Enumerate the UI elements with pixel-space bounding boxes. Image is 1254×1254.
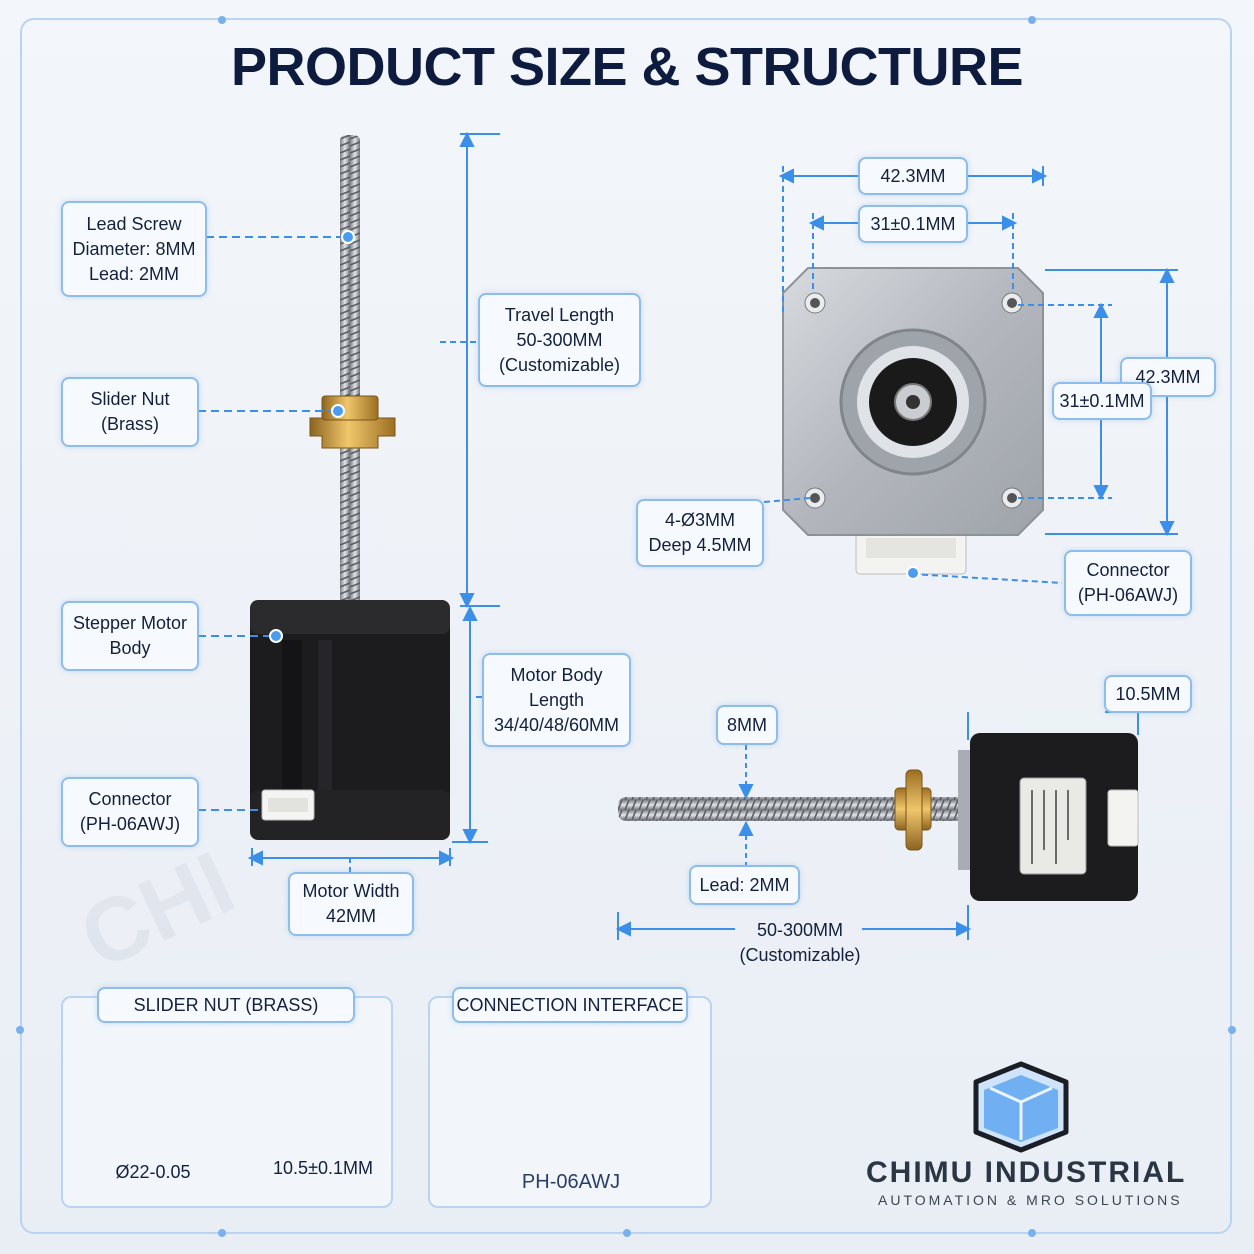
dimension-lines (198, 131, 1178, 940)
slider-nut-panel (61, 996, 393, 1208)
lead-screw-label: Lead Screw Diameter: 8MM Lead: 2MM (61, 201, 207, 297)
slider-nut-panel-title: SLIDER NUT (BRASS) (97, 987, 355, 1023)
outer-width-label: 42.3MM (858, 157, 968, 195)
side-travel-text: 50-300MM (Customizable) (739, 920, 861, 965)
mount-holes-label: 4-Ø3MM Deep 4.5MM (636, 499, 764, 567)
side-connector (1107, 789, 1139, 847)
slider-nut-label: Slider Nut (Brass) (61, 377, 199, 447)
travel-length-label: Travel Length 50-300MM (Customizable) (478, 293, 641, 387)
hole-spacing-y-label: 31±0.1MM (1052, 382, 1152, 420)
front-motor-assembly (250, 135, 450, 840)
front-slider-nut (309, 417, 396, 449)
connector-type-text: PH-06AWJ (521, 1171, 621, 1193)
top-connector-label: Connector (PH-06AWJ) (1064, 550, 1192, 616)
side-motor-view (618, 733, 1139, 901)
motor-width-label: Motor Width 42MM (288, 872, 414, 936)
side-motor-sticker (1019, 777, 1087, 875)
brand-tagline: AUTOMATION & MRO SOLUTIONS (878, 1192, 1183, 1208)
flange-thickness-label: 10.5MM (1104, 675, 1192, 713)
page-title: PRODUCT SIZE & STRUCTURE (230, 37, 1024, 97)
hole-spacing-x-label: 31±0.1MM (858, 205, 968, 243)
leader-dots (269, 230, 920, 643)
motor-body-length-label: Motor Body Length 34/40/48/60MM (482, 653, 631, 747)
side-brass-flange (905, 769, 923, 851)
screw-diameter-label: 8MM (716, 705, 778, 745)
lead-label: Lead: 2MM (689, 865, 800, 905)
nut-diameter-text: Ø22-0.05 (115, 1162, 191, 1182)
stepper-body-label: Stepper Motor Body (61, 601, 199, 671)
front-lead-screw (340, 135, 360, 605)
nut-height-text: 10.5±0.1MM (273, 1158, 373, 1178)
front-connector-label: Connector (PH-06AWJ) (61, 777, 199, 847)
top-motor-view (782, 267, 1044, 575)
brand-name: CHIMU INDUSTRIAL (866, 1156, 1187, 1189)
side-lead-screw (618, 797, 963, 821)
connection-panel (428, 996, 712, 1208)
connection-panel-title: CONNECTION INTERFACE (452, 987, 688, 1023)
mounting-holes (804, 292, 1023, 509)
brand-logo-icon (973, 1061, 1069, 1153)
